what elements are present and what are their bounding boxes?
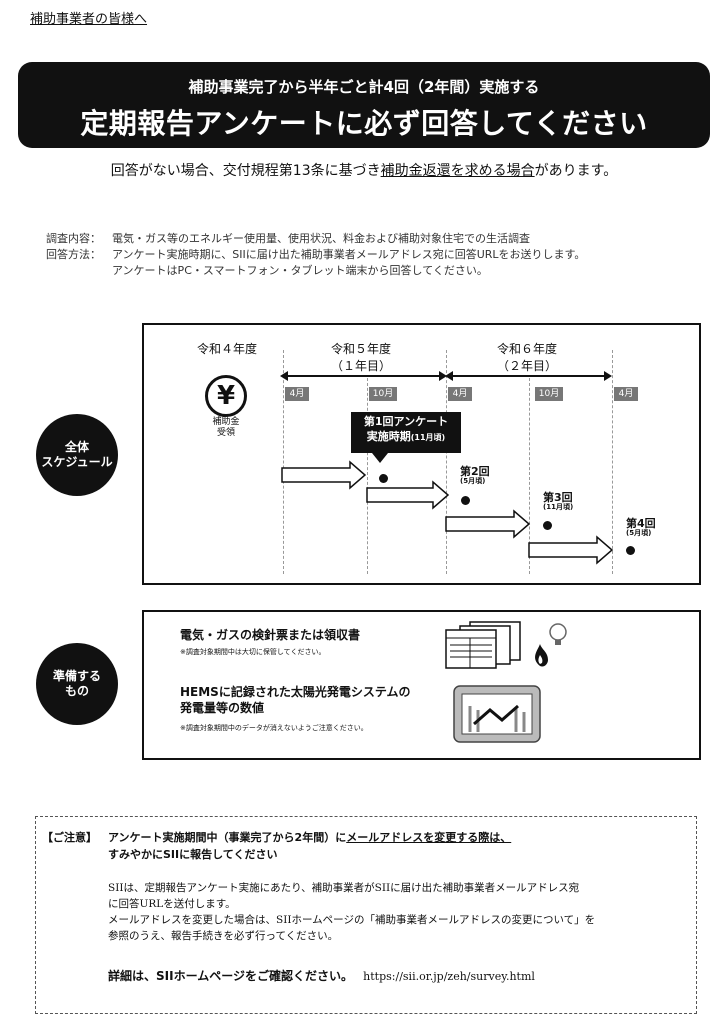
item1-note: ※調査対象期間中は大切に保管してください。 — [180, 648, 326, 656]
divider — [612, 350, 613, 574]
wave1-callout: 第1回アンケート 実施時期(11月頃) — [351, 412, 461, 453]
wave2-label: 第2回 (5月頃) — [460, 465, 490, 486]
wave4-note: (5月頃) — [626, 529, 652, 538]
item1-title: 電気・ガスの検針票または領収書 — [180, 628, 361, 642]
schedule-label: 全体 スケジュール — [36, 414, 118, 496]
greeting: 補助事業者の皆様へ — [30, 12, 148, 27]
wave1-note: (11月頃) — [410, 432, 446, 442]
notice-body4: 参照のうえ、報告手続きを必ず行ってください。 — [108, 930, 339, 942]
warning-part1: 回答がない場合、交付規程第13条に基づき — [110, 163, 381, 179]
wave3-title: 第3回 — [543, 491, 573, 504]
wave2-note: (5月頃) — [460, 477, 486, 486]
arrow-head — [445, 371, 453, 381]
wave1-sub: 実施時期 — [366, 429, 411, 443]
period-arrow — [281, 460, 367, 490]
item2-title-line1: HEMSに記録された太陽光発電システムの — [180, 685, 411, 699]
notice-heading2: すみやかにSIIに報告してください — [108, 848, 278, 861]
month-tag: 4月 — [614, 387, 638, 401]
survey-dot — [461, 496, 470, 505]
month-tag: 4月 — [448, 387, 472, 401]
survey-url-link[interactable]: https://sii.or.jp/zeh/survey.html — [363, 970, 535, 983]
banner-subtitle: 補助事業完了から半年ごと計4回（2年間）実施する — [188, 78, 540, 96]
notice-heading1b: メールアドレスを変更する際は、 — [346, 831, 512, 844]
info-method-row: 回答方法： アンケート実施時期に、SIIに届け出た補助事業者メールアドレス宛に回答… — [46, 246, 585, 262]
callout-pointer — [372, 453, 388, 463]
year-r6-sub: （２年目） — [496, 359, 557, 373]
month-tag: 4月 — [285, 387, 309, 401]
yen-icon: ¥ — [205, 375, 247, 417]
info-method-label: 回答方法： — [46, 248, 101, 261]
survey-dot — [543, 521, 552, 530]
notice-box: 【ご注意】 アンケート実施期間中（事業完了から2年間）にメールアドレスを変更する… — [35, 816, 697, 1014]
wave4-label: 第4回 (5月頃) — [626, 517, 656, 538]
notice-label: 【ご注意】 — [42, 831, 97, 844]
warning-text: 回答がない場合、交付規程第13条に基づき補助金返還を求める場合があります。 — [0, 160, 728, 180]
divider — [529, 378, 530, 574]
bulb-flame-icon — [535, 623, 567, 667]
wave1-title: 第1回アンケート — [363, 415, 449, 428]
year-r6: 令和６年度 — [496, 342, 557, 356]
timeline-arrows — [280, 371, 612, 381]
period-arrow — [366, 480, 450, 510]
wave3-label: 第3回 (11月頃) — [543, 491, 574, 512]
info-method-text1: アンケート実施時期に、SIIに届け出た補助事業者メールアドレス宛に回答URLをお… — [112, 248, 586, 261]
month-tag: 10月 — [369, 387, 397, 401]
year-r5: 令和５年度 — [330, 342, 391, 356]
receipt-icon — [445, 621, 521, 669]
wave3-note: (11月頃) — [543, 503, 574, 512]
period-arrow — [528, 535, 614, 565]
wave2-title: 第2回 — [460, 465, 490, 478]
notice-detail-text: 詳細は、SIIホームページをご確認ください。 — [108, 969, 353, 983]
notice-heading1a: アンケート実施期間中（事業完了から2年間）に — [108, 831, 347, 844]
wave1-timing: 実施時期(11月頃) — [351, 430, 461, 445]
receive-label: 補助金 受領 — [212, 417, 240, 438]
banner-title: 定期報告アンケートに必ず回答してください — [80, 107, 648, 140]
info-content-text: 電気・ガス等のエネルギー使用量、使用状況、料金および補助対象住宅での生活調査 — [112, 232, 530, 245]
divider — [367, 378, 368, 574]
schedule-panel — [142, 323, 701, 585]
warning-part3: があります。 — [534, 163, 618, 179]
notice-body1: SIIは、定期報告アンケート実施にあたり、補助事業者がSIIに届け出た補助事業者… — [108, 882, 580, 894]
divider — [446, 350, 447, 574]
title-banner: 補助事業完了から半年ごと計4回（2年間）実施する 定期報告アンケートに必ず回答し… — [18, 62, 710, 148]
survey-dot — [626, 546, 635, 555]
notice-detail: 詳細は、SIIホームページをご確認ください。 https://sii.or.jp… — [108, 968, 535, 985]
prepare-panel — [142, 610, 701, 760]
warning-part2: 補助金返還を求める場合 — [380, 163, 535, 179]
notice-heading1: アンケート実施期間中（事業完了から2年間）にメールアドレスを変更する際は、 — [108, 830, 511, 846]
arrow-head — [280, 371, 288, 381]
divider — [283, 350, 284, 574]
item2-title: HEMSに記録された太陽光発電システムの 発電量等の数値 — [180, 684, 410, 716]
month-tag: 10月 — [535, 387, 563, 401]
item2-title-line2: 発電量等の数値 — [180, 701, 265, 716]
hems-chart-icon — [453, 685, 541, 743]
info-content-label: 調査内容： — [46, 232, 101, 245]
notice-body3: メールアドレスを変更した場合は、SIIホームページの「補助事業者メールアドレスの… — [108, 914, 596, 926]
wave4-title: 第4回 — [626, 517, 656, 530]
year-r4: 令和４年度 — [196, 342, 257, 356]
info-method-text2: アンケートはPC・スマートフォン・タブレット端末から回答してください。 — [112, 264, 488, 277]
info-content-row: 調査内容： 電気・ガス等のエネルギー使用量、使用状況、料金および補助対象住宅での生… — [46, 230, 530, 246]
year-r5-sub: （１年目） — [330, 359, 391, 373]
notice-body2: に回答URLを送付します。 — [108, 898, 236, 910]
period-arrow — [445, 509, 531, 539]
arrow-head — [604, 371, 612, 381]
prepare-label: 準備する もの — [36, 643, 118, 725]
arrow-head — [439, 371, 447, 381]
survey-dot — [379, 474, 388, 483]
item2-note: ※調査対象期間中のデータが消えないようご注意ください。 — [180, 724, 368, 732]
